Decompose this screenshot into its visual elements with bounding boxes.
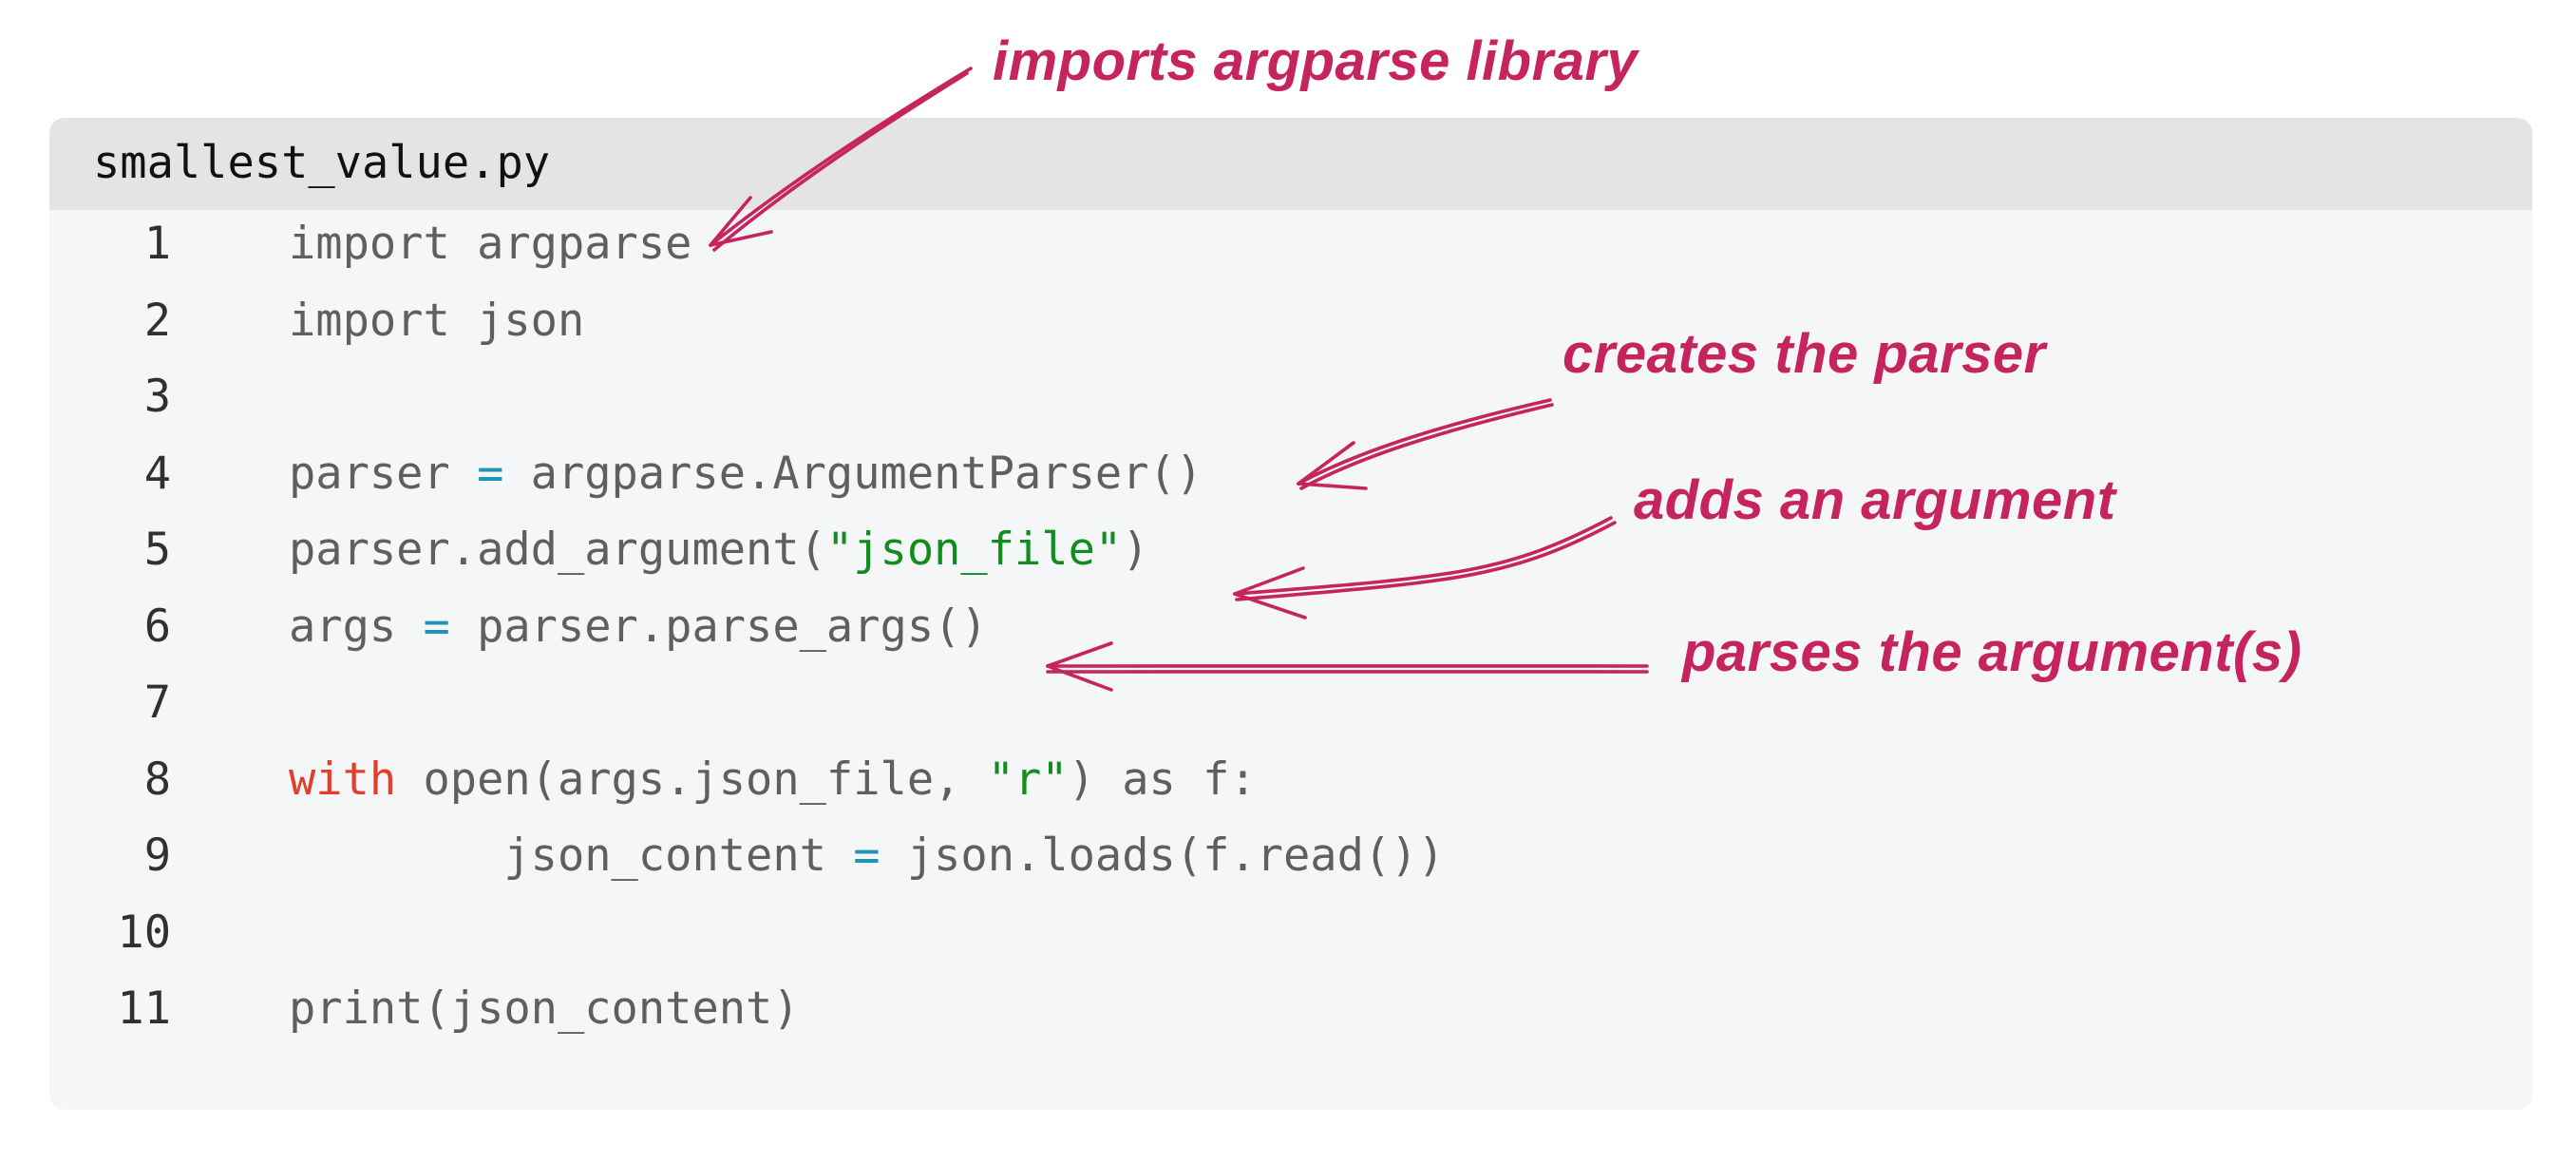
annotation-label-imports: imports argparse library xyxy=(993,30,1639,92)
line-number: 4 xyxy=(143,447,171,500)
line-number: 2 xyxy=(143,294,171,347)
code-token: ) as f: xyxy=(1068,753,1257,806)
code-token: parser.parse_args() xyxy=(449,600,988,653)
code-line: 11 print(json_content) xyxy=(49,971,2532,1047)
line-number: 1 xyxy=(143,218,171,270)
line-number: 10 xyxy=(117,906,171,959)
code-token: import json xyxy=(289,294,585,347)
line-number: 5 xyxy=(143,524,171,576)
code-token: parser.add_argument( xyxy=(289,524,826,576)
line-number: 9 xyxy=(143,829,171,882)
code-line: 10 xyxy=(49,895,2532,971)
line-number: 7 xyxy=(143,677,171,729)
code-token: ) xyxy=(1122,524,1149,576)
code-line: 4 parser = argparse.ArgumentParser() xyxy=(49,436,2532,512)
code-token: print(json_content) xyxy=(289,982,800,1035)
code-token: = xyxy=(423,600,450,653)
code-token: "r" xyxy=(987,753,1069,806)
line-number: 8 xyxy=(143,753,171,806)
line-number: 11 xyxy=(117,982,171,1035)
code-line: 5 parser.add_argument("json_file") xyxy=(49,512,2532,588)
line-code: parser = argparse.ArgumentParser() xyxy=(289,436,1203,512)
code-token: parser xyxy=(289,447,478,500)
code-token: "json_file" xyxy=(825,524,1123,576)
code-line: 8 with open(args.json_file, "r") as f: xyxy=(49,742,2532,818)
line-code: import json xyxy=(289,283,584,359)
code-token: open(args.json_file, xyxy=(396,753,988,806)
code-line: 3 xyxy=(49,359,2532,435)
code-token: json_content xyxy=(289,829,854,882)
line-code: import argparse xyxy=(289,206,691,282)
code-token: with xyxy=(289,753,397,806)
code-block: smallest_value.py 1 import argparse 2 impor… xyxy=(49,118,2532,1110)
line-number: 6 xyxy=(143,600,171,653)
file-name: smallest_value.py xyxy=(93,137,551,189)
line-code: parser.add_argument("json_file") xyxy=(289,512,1149,588)
code-token: json.loads(f.read()) xyxy=(880,829,1445,882)
code-line: 2 import json xyxy=(49,283,2532,359)
code-block-header: smallest_value.py xyxy=(49,118,2532,210)
code-token: = xyxy=(853,829,881,882)
code-token: args xyxy=(289,600,424,653)
line-code: json_content = json.loads(f.read()) xyxy=(289,818,1445,894)
code-line: 9 json_content = json.loads(f.read()) xyxy=(49,818,2532,894)
code-line: 7 xyxy=(49,665,2532,741)
line-code: args = parser.parse_args() xyxy=(289,589,988,665)
line-code: with open(args.json_file, "r") as f: xyxy=(289,742,1257,818)
code-token: import argparse xyxy=(289,218,692,270)
line-number: 3 xyxy=(143,371,171,423)
line-code: print(json_content) xyxy=(289,971,800,1047)
code-line: 1 import argparse xyxy=(49,206,2532,282)
code-line: 6 args = parser.parse_args() xyxy=(49,589,2532,665)
code-token: argparse.ArgumentParser() xyxy=(503,447,1203,500)
code-token: = xyxy=(477,447,504,500)
